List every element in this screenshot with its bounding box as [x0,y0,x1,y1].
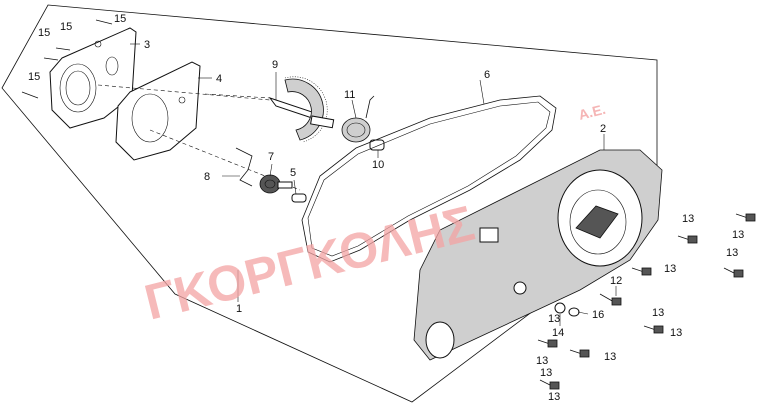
part-15-pins [21,19,113,99]
label-part-15: 15 [60,21,72,33]
label-part-13: 13 [536,355,548,367]
part-11-spring [341,95,375,143]
label-part-3: 3 [144,39,150,51]
label-part-1: 1 [236,303,242,315]
label-part-14: 14 [552,327,564,339]
label-part-6: 6 [484,69,490,81]
part-4-gasket [115,61,201,161]
label-part-13: 13 [682,213,694,225]
part-3-plate [49,27,137,129]
label-part-4: 4 [216,73,222,85]
label-part-15: 15 [38,27,50,39]
label-part-2: 2 [600,123,606,135]
watermark-suffix: Α.Ε. [577,101,607,123]
part-5-pin [291,193,307,203]
label-part-13: 13 [548,391,560,403]
label-part-11: 11 [344,89,355,101]
part-12-bolt [599,293,622,306]
part-6-gasket [301,95,557,263]
assembly-frame [1,4,658,403]
label-part-15: 15 [114,13,126,25]
label-part-13: 13 [548,313,560,325]
part-14-washer [554,302,566,314]
part-16-seal [568,307,580,317]
part-2-crankcase-cover [413,149,663,361]
label-part-13: 13 [652,307,664,319]
label-part-13: 13 [604,351,616,363]
label-part-5: 5 [290,167,296,179]
label-part-13: 13 [732,229,744,241]
label-part-13: 13 [670,327,682,339]
part-9-gear [268,76,335,143]
part-8-clip [235,147,253,187]
leader-lines [130,43,617,326]
label-part-8: 8 [204,171,210,183]
label-part-13: 13 [540,367,552,379]
part-7-pinion [259,174,293,194]
label-part-12: 12 [610,275,622,287]
label-part-10: 10 [372,159,384,171]
label-part-13: 13 [726,247,738,259]
label-part-15: 15 [28,71,40,83]
label-part-16: 16 [592,309,604,321]
label-part-7: 7 [268,151,274,163]
part-13-bolts [537,213,756,390]
label-part-9: 9 [272,59,278,71]
label-part-13: 13 [664,263,676,275]
